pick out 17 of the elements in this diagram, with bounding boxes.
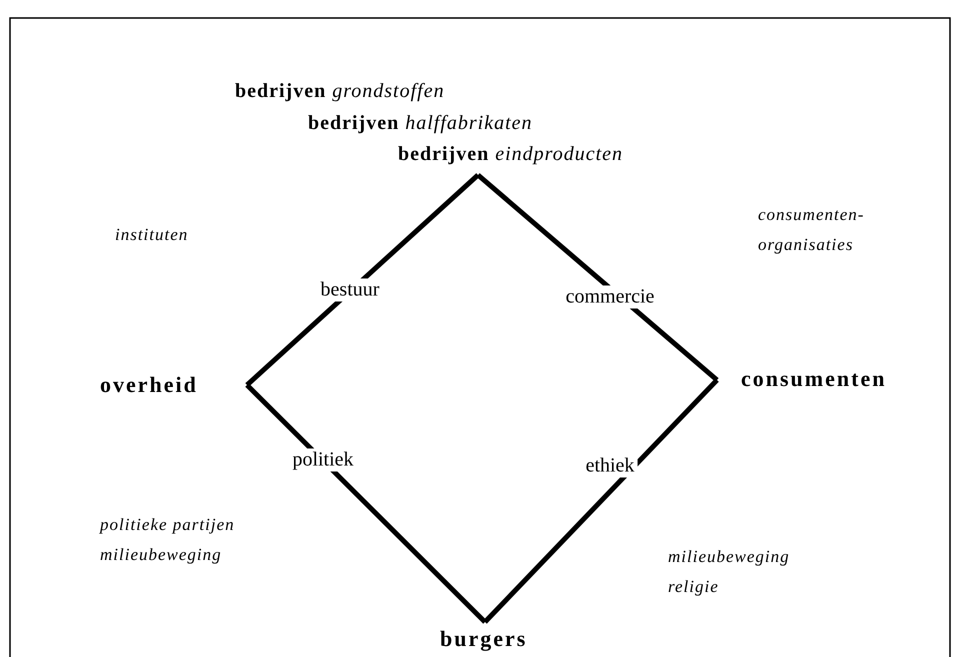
connector-line [245,383,487,624]
group-label: consumenten- organisaties [758,204,866,256]
node-label: overheid [100,372,198,398]
group-label: instituten [115,224,188,246]
group-label: milieubeweging [668,546,790,568]
edge-label: bestuur [318,278,382,302]
node-label: bedrijven halffabrikaten [308,112,533,135]
group-label: milieubeweging [100,544,222,566]
node-label: burgers [440,626,528,652]
node-label: bedrijven grondstoffen [235,80,445,103]
connector-line [483,378,719,624]
connector-line [476,173,719,382]
group-label: religie [668,576,719,598]
node-label: consumenten [741,366,886,392]
node-label: bedrijven eindproducten [398,143,624,166]
group-label: politieke partijen [100,514,235,536]
connector-line [245,173,480,387]
